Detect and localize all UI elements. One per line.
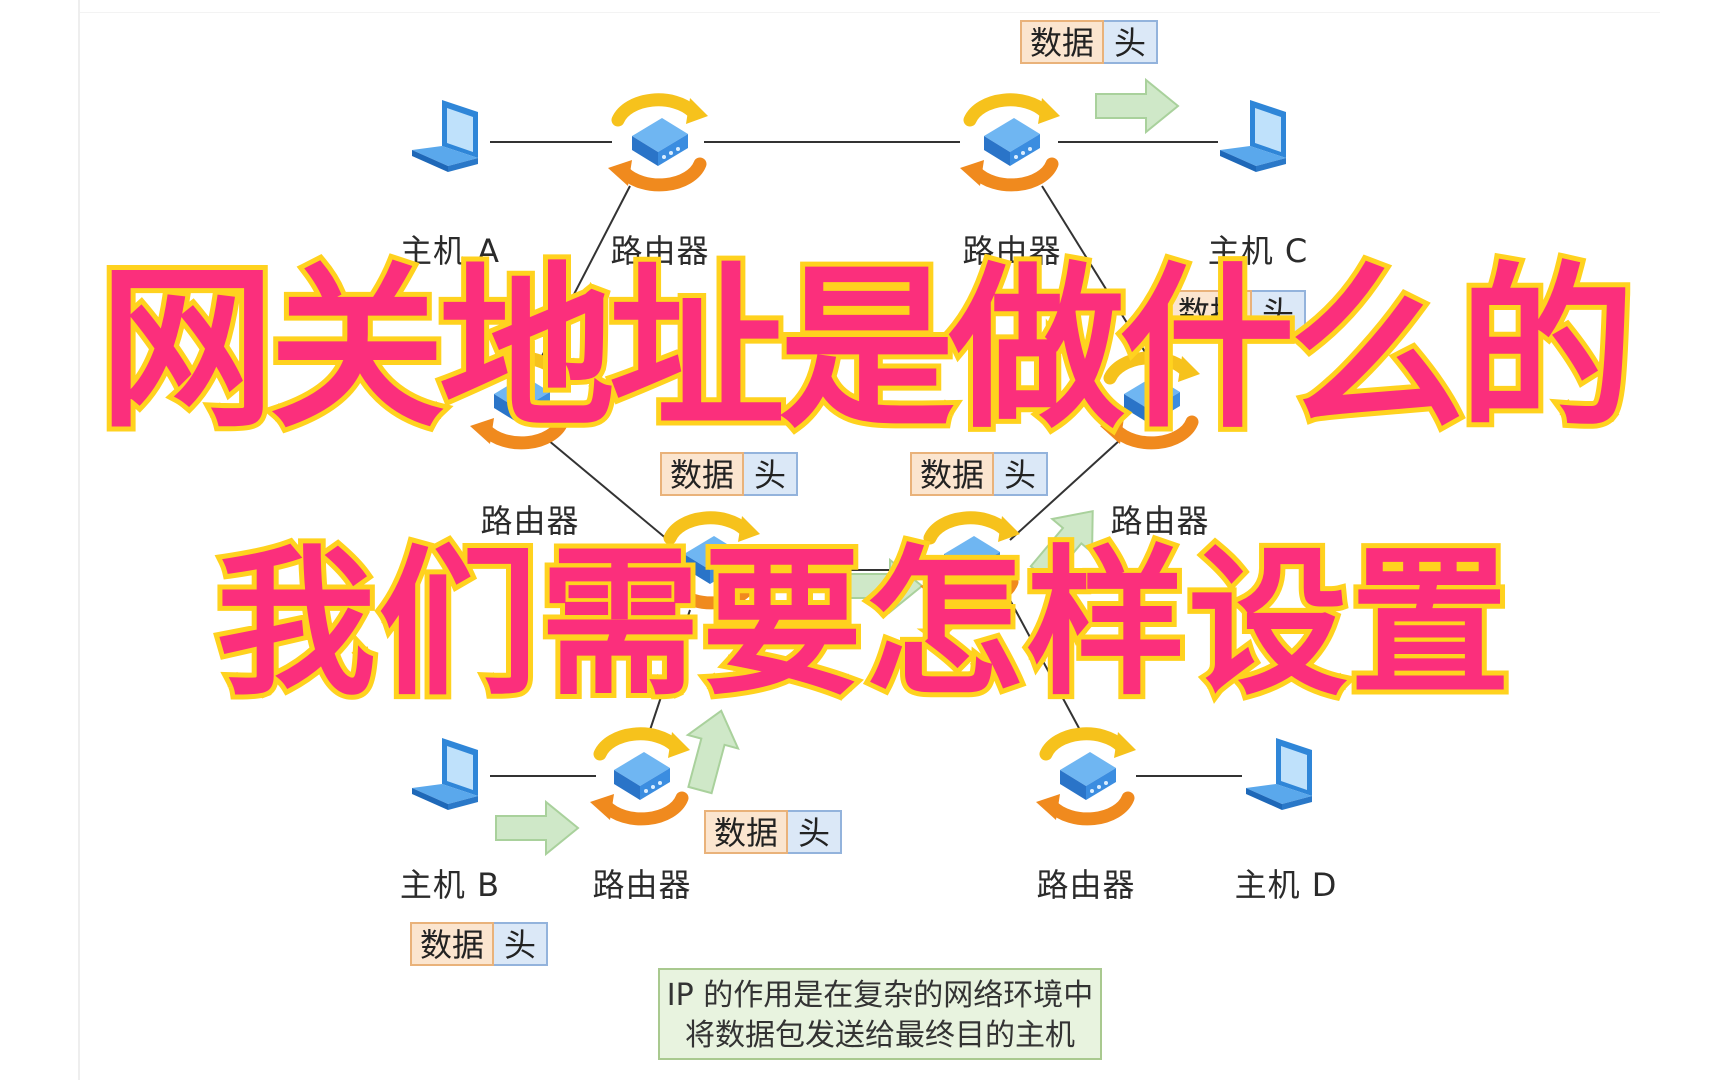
note-line-1: IP 的作用是在复杂的网络环境中: [666, 978, 1094, 1013]
host-a-label: 主机 A: [399, 232, 501, 270]
router-8-icon: [1036, 732, 1136, 820]
data-packet: 数据 头: [704, 810, 843, 854]
host-b-label: 主机 B: [399, 866, 501, 904]
packet-header-label: 头: [744, 452, 799, 496]
packet-header-label: 头: [494, 922, 549, 966]
note-line-2: 将数据包发送给最终目的主机: [685, 1018, 1075, 1053]
packet-data-label: 数据: [910, 452, 995, 496]
ip-purpose-note: IP 的作用是在复杂的网络环境中 将数据包发送给最终目的主机: [658, 968, 1102, 1060]
link-router-4-router-6: [1009, 439, 1121, 541]
host-c-laptop-icon: [1220, 100, 1286, 172]
host-d-laptop-icon: [1246, 738, 1312, 810]
host-b-laptop-icon: [412, 738, 478, 810]
data-packet: 数据 头: [1168, 290, 1307, 334]
arrow-right-icon: [495, 801, 579, 855]
host-c-label: 主机 C: [1207, 232, 1309, 270]
packet-data-label: 数据: [1020, 20, 1105, 64]
link-router-3-router-5: [547, 439, 681, 551]
router-label: 路由器: [610, 232, 710, 270]
packet-data-label: 数据: [1168, 290, 1253, 334]
router-2-icon: [960, 98, 1060, 186]
arrow-right-icon: [1095, 79, 1179, 133]
network-links: [490, 141, 1242, 777]
link-router-1-router-3: [539, 185, 631, 361]
router-label: 路由器: [1110, 502, 1210, 540]
packet-header-label: 头: [994, 452, 1049, 496]
host-a-laptop-icon: [412, 100, 478, 172]
link-router-5-router-7: [649, 609, 691, 731]
data-packet: 数据 头: [910, 452, 1049, 496]
host-d-label: 主机 D: [1234, 866, 1338, 904]
router-label: 路由器: [1036, 866, 1136, 904]
router-1-icon: [608, 98, 708, 186]
router-label: 路由器: [480, 502, 580, 540]
data-packet: 数据 头: [660, 452, 799, 496]
overlay-title-line-2: 我们需要怎样设置: [211, 529, 1515, 719]
packet-header-label: 头: [788, 810, 843, 854]
overlay-title-line-1: 网关地址是做什么的: [94, 245, 1640, 455]
packet-data-label: 数据: [660, 452, 745, 496]
data-packet: 数据 头: [410, 922, 549, 966]
link-router-6-router-8: [1009, 599, 1081, 731]
packet-data-label: 数据: [410, 922, 495, 966]
page-left-border: [78, 0, 80, 1080]
router-label: 路由器: [592, 866, 692, 904]
router-label: 路由器: [962, 232, 1062, 270]
link-router-2-router-4: [1041, 185, 1151, 361]
router-7-icon: [590, 732, 690, 820]
data-packet: 数据 头: [1020, 20, 1159, 64]
packet-header-label: 头: [1252, 290, 1307, 334]
packet-header-label: 头: [1104, 20, 1159, 64]
page-top-border: [80, 12, 1660, 13]
packet-data-label: 数据: [704, 810, 789, 854]
